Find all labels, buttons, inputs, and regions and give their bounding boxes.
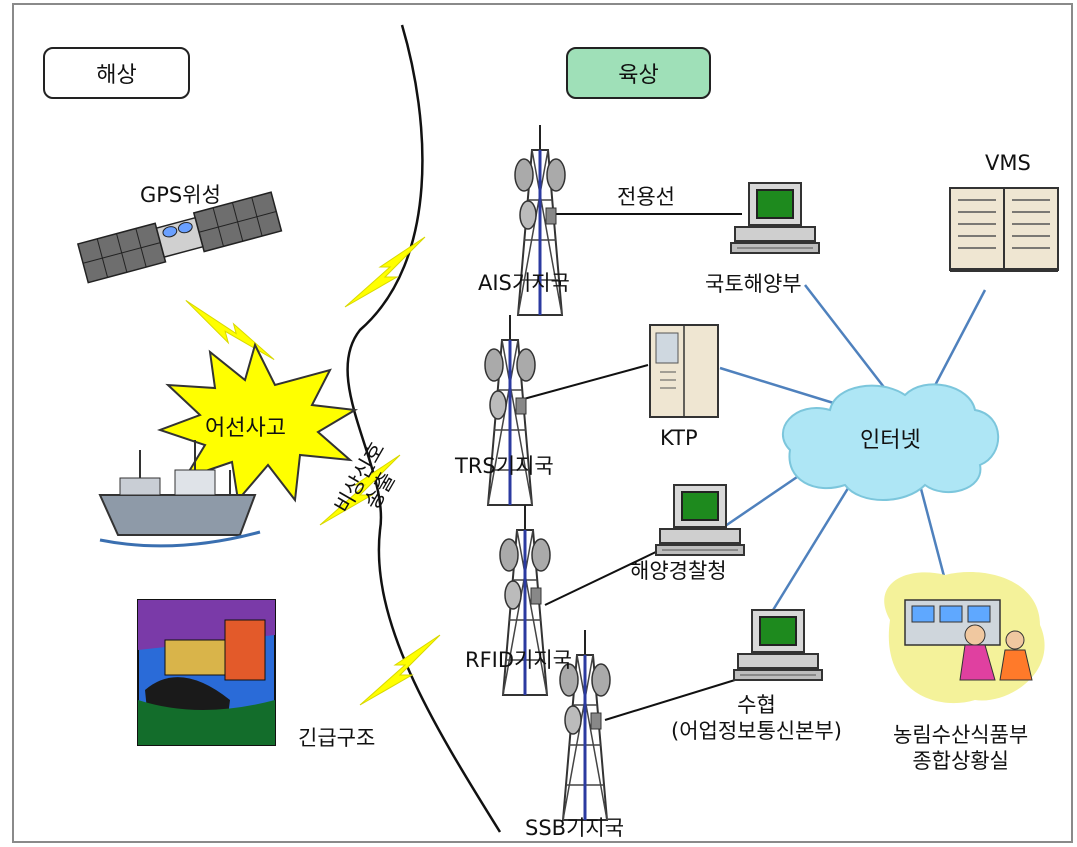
- ais-station-label: AIS기지국: [478, 271, 570, 295]
- suhyup-computer-icon: [733, 609, 823, 681]
- internet-cloud-icon: [781, 383, 1000, 501]
- coast-guard-label: 해양경찰청: [630, 559, 727, 583]
- vms-server-icon: [949, 187, 1059, 272]
- accident-label: 어선사고: [205, 416, 286, 441]
- coastline: [346, 24, 502, 833]
- coastguard-computer-icon: [655, 484, 745, 556]
- mafra-line-2: 종합상황실: [912, 749, 1009, 774]
- dedicated-line-label: 전용선: [617, 185, 675, 209]
- suhyup-label: 수협 (어업정보통신본부): [671, 692, 842, 745]
- suhyup-line-1: 수협: [737, 693, 776, 717]
- link-ssb-suhyup: [604, 679, 736, 721]
- link-mltm-internet: [804, 284, 891, 396]
- suhyup-line-2: (어업정보통신본부): [671, 719, 842, 744]
- ssb-station-label: SSB기지국: [525, 816, 625, 840]
- ktp-server-icon: [649, 324, 719, 418]
- rfid-station-label: RFID기지국: [465, 648, 572, 672]
- rescue-boat-image: [137, 599, 276, 746]
- mltm-label: 국토해양부: [705, 272, 802, 296]
- lightning-ais-icon: [344, 236, 426, 308]
- link-ktp-internet: [719, 366, 841, 407]
- link-rfid-coastguard: [544, 549, 661, 606]
- fishing-ship-icon: [98, 440, 261, 548]
- gps-satellite-label: GPS위성: [140, 183, 221, 207]
- internet-label: 인터넷: [860, 428, 921, 453]
- sea-zone-button[interactable]: 해상: [43, 47, 190, 99]
- land-zone-button[interactable]: 육상: [566, 47, 711, 99]
- diagram-frame: [12, 3, 1073, 843]
- gps-satellite-icon: [76, 191, 283, 284]
- vms-label: VMS: [985, 151, 1031, 175]
- trs-station-label: TRS기지국: [455, 454, 554, 478]
- rescue-label: 긴급구조: [298, 726, 376, 750]
- mafra-label: 농림수산식품부 종합상황실: [893, 722, 1028, 775]
- link-mafra-internet: [918, 484, 947, 581]
- link-suhyup-internet: [768, 484, 852, 616]
- link-vms-internet: [928, 289, 987, 396]
- operations-room-image: [884, 572, 1045, 704]
- mafra-line-1: 농림수산식품부: [893, 723, 1029, 747]
- link-trs-ktp: [519, 364, 649, 401]
- mltm-computer-icon: [730, 182, 820, 254]
- ktp-label: KTP: [660, 426, 698, 450]
